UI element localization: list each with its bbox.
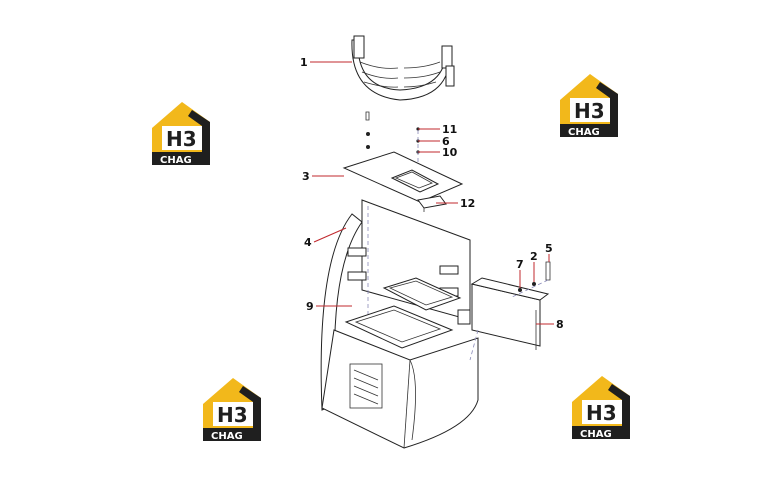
callout-5: 5 xyxy=(545,242,553,262)
callout-9: 9 xyxy=(306,300,352,313)
logo-letters: H3 xyxy=(586,401,617,425)
logo-name: CHAG xyxy=(568,127,600,138)
part-1-curved-guard xyxy=(351,35,455,101)
watermark-logo-top-right: H3 CHAG xyxy=(560,74,618,138)
callout-4: 4 xyxy=(304,227,347,249)
svg-text:11: 11 xyxy=(442,123,457,136)
svg-text:1: 1 xyxy=(300,56,308,69)
part-8-side-plate xyxy=(469,277,550,361)
svg-text:12: 12 xyxy=(460,197,475,210)
part-3-top-plate xyxy=(342,151,464,203)
callout-1: 1 xyxy=(300,56,352,69)
svg-text:8: 8 xyxy=(556,318,564,331)
part-fasteners-left xyxy=(365,111,370,149)
callout-2: 2 xyxy=(530,250,538,282)
callout-8: 8 xyxy=(536,318,564,331)
svg-text:3: 3 xyxy=(302,170,310,183)
svg-text:5: 5 xyxy=(545,242,553,255)
logo-letters: H3 xyxy=(574,99,605,123)
callout-6: 6 xyxy=(418,135,450,148)
part-12-bracket xyxy=(417,195,447,212)
svg-text:2: 2 xyxy=(530,250,538,263)
watermark-logo-bottom-right: H3 CHAG xyxy=(572,376,630,440)
callout-3: 3 xyxy=(302,170,344,183)
callout-11: 11 xyxy=(418,123,457,136)
logo-name: CHAG xyxy=(160,155,192,166)
watermark-logo-top-left: H3 CHAG xyxy=(152,102,210,166)
svg-text:9: 9 xyxy=(306,300,314,313)
watermark-logo-bottom-left: H3 CHAG xyxy=(203,378,261,442)
logo-name: CHAG xyxy=(580,429,612,440)
part-9-frame xyxy=(344,277,462,349)
logo-letters: H3 xyxy=(217,403,248,427)
callout-7: 7 xyxy=(516,258,524,288)
svg-text:7: 7 xyxy=(516,258,524,271)
callout-12: 12 xyxy=(436,197,475,210)
callout-10: 10 xyxy=(418,146,458,159)
logo-letters: H3 xyxy=(166,127,197,151)
svg-text:4: 4 xyxy=(304,236,312,249)
svg-text:10: 10 xyxy=(442,146,458,159)
logo-name: CHAG xyxy=(211,431,243,442)
svg-text:6: 6 xyxy=(442,135,450,148)
